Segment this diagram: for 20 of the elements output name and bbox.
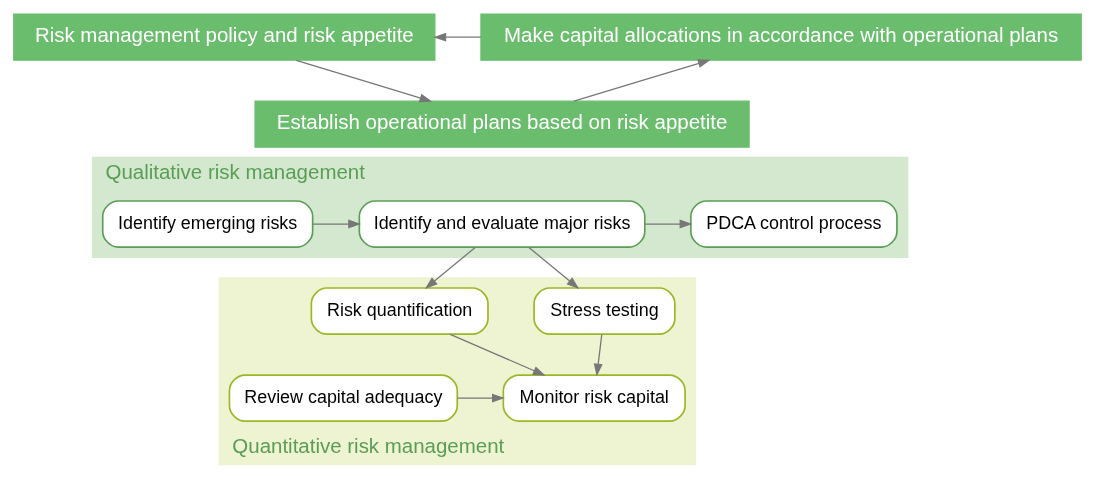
arrow — [644, 219, 693, 229]
arrow — [593, 333, 603, 377]
node-box: PDCA control process — [690, 200, 898, 248]
node-box: Risk management policy and risk appetite — [13, 13, 436, 61]
arrow — [456, 393, 505, 403]
node-box: Identify and evaluate major risks — [358, 200, 646, 248]
node-box: Establish operational plans based on risk appetite — [254, 100, 750, 148]
node-box: Stress testing — [533, 287, 676, 335]
node-box: Make capital allocations in accordance with operational plans — [480, 13, 1082, 61]
arrow — [312, 219, 362, 229]
node-box: Risk quantification — [310, 287, 489, 335]
node-box: Monitor risk capital — [502, 374, 686, 422]
arrow — [528, 246, 580, 289]
arrow — [424, 246, 476, 289]
node-box: Identify emerging risks — [101, 200, 314, 248]
arrow — [433, 32, 482, 42]
arrow — [449, 333, 546, 376]
arrow — [295, 59, 433, 103]
node-box: Review capital adequacy — [228, 374, 459, 422]
arrow — [573, 59, 711, 102]
